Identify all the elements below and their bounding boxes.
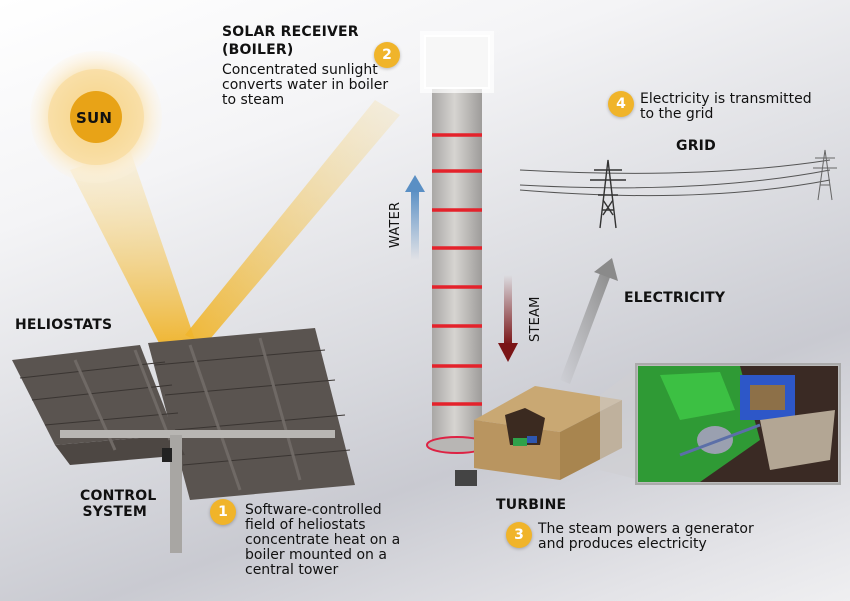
receiver-desc-line: converts water in boiler	[222, 77, 389, 93]
heliostat-panel	[12, 328, 355, 553]
reflected-beam	[185, 100, 400, 345]
heliostats-desc-line: field of heliostats	[245, 517, 366, 533]
sun-label: SUN	[76, 109, 113, 127]
electricity-arrow-icon	[594, 258, 618, 281]
water-label: WATER	[388, 201, 403, 248]
grid-label: GRID	[676, 138, 716, 154]
turbine-callout: The steam powers a generator and produce…	[538, 522, 754, 552]
water-arrow-icon	[405, 175, 425, 192]
electricity-label: ELECTRICITY	[624, 290, 726, 306]
control-line1: CONTROL	[80, 488, 157, 504]
heliostats-callout: Software-controlled field of heliostats …	[245, 503, 400, 578]
receiver-desc-line: Concentrated sunlight	[222, 62, 378, 78]
pylon-far-icon	[813, 149, 837, 201]
heliostats-desc-line: central tower	[245, 562, 339, 578]
receiver-desc-line: to steam	[222, 92, 285, 108]
turbine-desc-line: The steam powers a generator	[538, 521, 754, 537]
steam-label-wrap: STEAM	[528, 244, 543, 342]
receiver-callout: SOLAR RECEIVER (BOILER) Concentrated sun…	[222, 24, 388, 108]
solar-tower	[432, 88, 482, 448]
pylon-icon	[590, 159, 626, 229]
sun-core	[70, 91, 122, 143]
steam-arrow-icon	[498, 343, 518, 362]
turbine-inset-image	[600, 363, 841, 485]
sunlight-beam	[70, 150, 195, 345]
receiver-title-line1: SOLAR RECEIVER	[222, 24, 359, 40]
heliostats-label: HELIOSTATS	[15, 317, 113, 333]
step-2-badge: 2	[374, 42, 400, 68]
grid-desc-line: Electricity is transmitted	[640, 91, 812, 107]
grid-callout: Electricity is transmitted to the grid	[640, 92, 812, 122]
control-line2: SYSTEM	[82, 504, 147, 520]
step-3-badge: 3	[506, 522, 532, 548]
power-lines	[519, 159, 831, 197]
receiver-title-line2: (BOILER)	[222, 42, 294, 58]
turbine-desc-line: and produces electricity	[538, 536, 707, 552]
step-1-badge: 1	[210, 499, 236, 525]
grid-desc-line: to the grid	[640, 106, 714, 122]
heliostats-desc-line: Software-controlled	[245, 502, 382, 518]
solar-receiver-boiler	[424, 35, 490, 89]
tower-rings	[432, 133, 482, 406]
steam-label: STEAM	[528, 296, 543, 342]
control-system-label: CONTROL SYSTEM	[80, 488, 157, 520]
turbine-label: TURBINE	[496, 497, 567, 513]
heliostats-desc-line: boiler mounted on a	[245, 547, 387, 563]
step-4-badge: 4	[608, 91, 634, 117]
heliostats-desc-line: concentrate heat on a	[245, 532, 401, 548]
